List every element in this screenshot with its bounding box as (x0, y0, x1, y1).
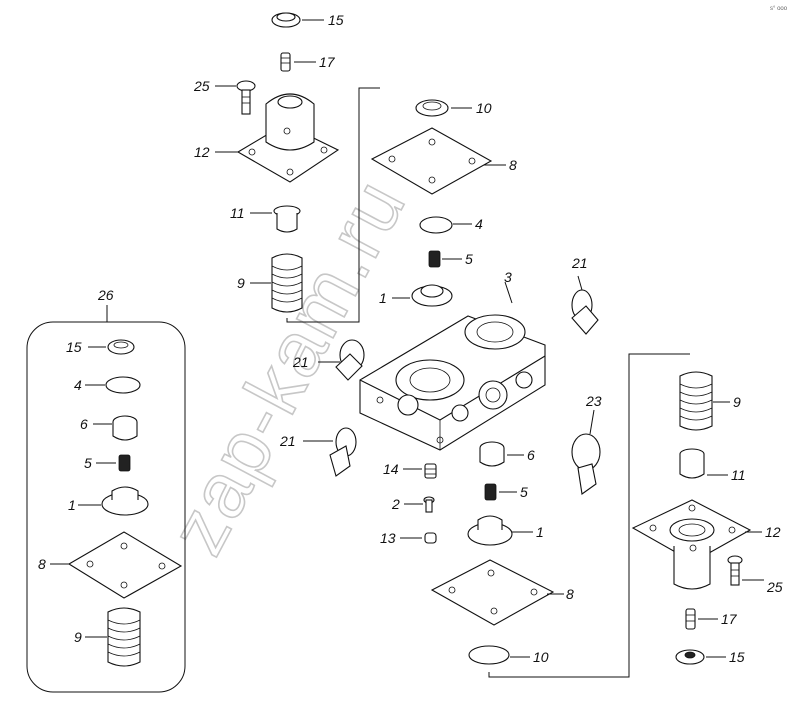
label-kit-1: 1 (68, 497, 76, 513)
part-9-right-spring (679, 371, 730, 431)
label-8-top: 8 (509, 157, 517, 173)
part-15-top-cap (271, 12, 324, 28)
leader-bracket-bottom (488, 353, 690, 678)
part-1-lower-piston (467, 515, 533, 546)
label-10-top: 10 (476, 100, 492, 116)
label-kit-5: 5 (84, 455, 92, 471)
part-8-top-gasket (370, 127, 506, 195)
part-10-top-seal (415, 99, 472, 117)
kit-part-4 (85, 376, 141, 394)
leader-bracket-top (286, 87, 380, 323)
part-8-lower-gasket (430, 559, 564, 626)
label-4-top: 4 (475, 216, 483, 232)
label-25-top: 25 (193, 78, 210, 94)
part-5-top-spring-small (428, 250, 462, 268)
part-1-top-piston (392, 284, 453, 307)
label-3: 3 (504, 269, 512, 285)
label-2: 2 (391, 496, 400, 512)
label-13: 13 (380, 530, 396, 546)
part-17-right-screw (685, 608, 718, 630)
part-10-lower-seal (468, 645, 530, 665)
label-21-left: 21 (292, 354, 309, 370)
label-26-kit: 26 (97, 287, 114, 303)
kit-part-9 (85, 607, 141, 667)
part-4-top-disc (419, 216, 472, 234)
label-kit-4: 4 (74, 377, 82, 393)
part-11-right-sleeve (679, 448, 728, 479)
label-5-top: 5 (465, 251, 473, 267)
label-17-right: 17 (721, 611, 738, 627)
label-23: 23 (585, 393, 602, 409)
label-10-lower: 10 (533, 649, 549, 665)
part-25-right-bolt (727, 555, 764, 586)
part-2-pin (404, 496, 435, 513)
label-kit-6: 6 (80, 416, 88, 432)
part-23-valve (571, 409, 601, 495)
kit-part-5 (96, 454, 131, 472)
part-14-plug (403, 463, 437, 479)
part-17-top-screw (280, 52, 316, 72)
label-5-lower: 5 (520, 484, 528, 500)
label-9-top: 9 (237, 275, 245, 291)
part-9-top-spring (250, 253, 303, 313)
label-kit-8: 8 (38, 556, 46, 572)
kit-part-8 (50, 531, 183, 599)
part-11-top-sleeve (250, 205, 301, 233)
corner-mark: s° ooo (770, 6, 788, 12)
label-11-right: 11 (731, 467, 746, 483)
label-21-right: 21 (571, 255, 588, 271)
part-25-top-bolt (215, 80, 256, 115)
label-kit-15: 15 (66, 339, 82, 355)
part-21-lower-valve (303, 427, 357, 477)
part-12-top-cover (215, 93, 340, 183)
label-6-lower: 6 (527, 447, 535, 463)
part-6-cup (479, 441, 524, 467)
label-12-top: 12 (194, 144, 210, 160)
label-8-lower: 8 (566, 586, 574, 602)
label-kit-9: 9 (74, 629, 82, 645)
part-12-right-cover (631, 499, 762, 590)
part-3-valve-housing (359, 281, 546, 451)
label-14: 14 (383, 461, 399, 477)
label-15-right: 15 (729, 649, 745, 665)
part-21-right-valve (571, 275, 599, 335)
label-9-right: 9 (733, 394, 741, 410)
kit-part-15 (88, 339, 135, 355)
label-21-lower: 21 (279, 433, 296, 449)
label-17-top: 17 (319, 54, 336, 70)
kit-part-6 (93, 415, 138, 441)
part-15-right-cap (675, 649, 726, 665)
part-21-left-valve (318, 339, 365, 381)
part-5-lower-spring-small (484, 483, 517, 501)
label-12-right: 12 (765, 524, 781, 540)
label-25-right: 25 (766, 579, 783, 595)
label-1-top: 1 (379, 290, 387, 306)
kit-26-outline (26, 305, 186, 693)
part-13-nut (400, 532, 437, 544)
label-1-lower: 1 (536, 524, 544, 540)
kit-part-1 (78, 486, 149, 516)
label-11-top: 11 (230, 205, 245, 221)
label-15-top: 15 (328, 12, 344, 28)
